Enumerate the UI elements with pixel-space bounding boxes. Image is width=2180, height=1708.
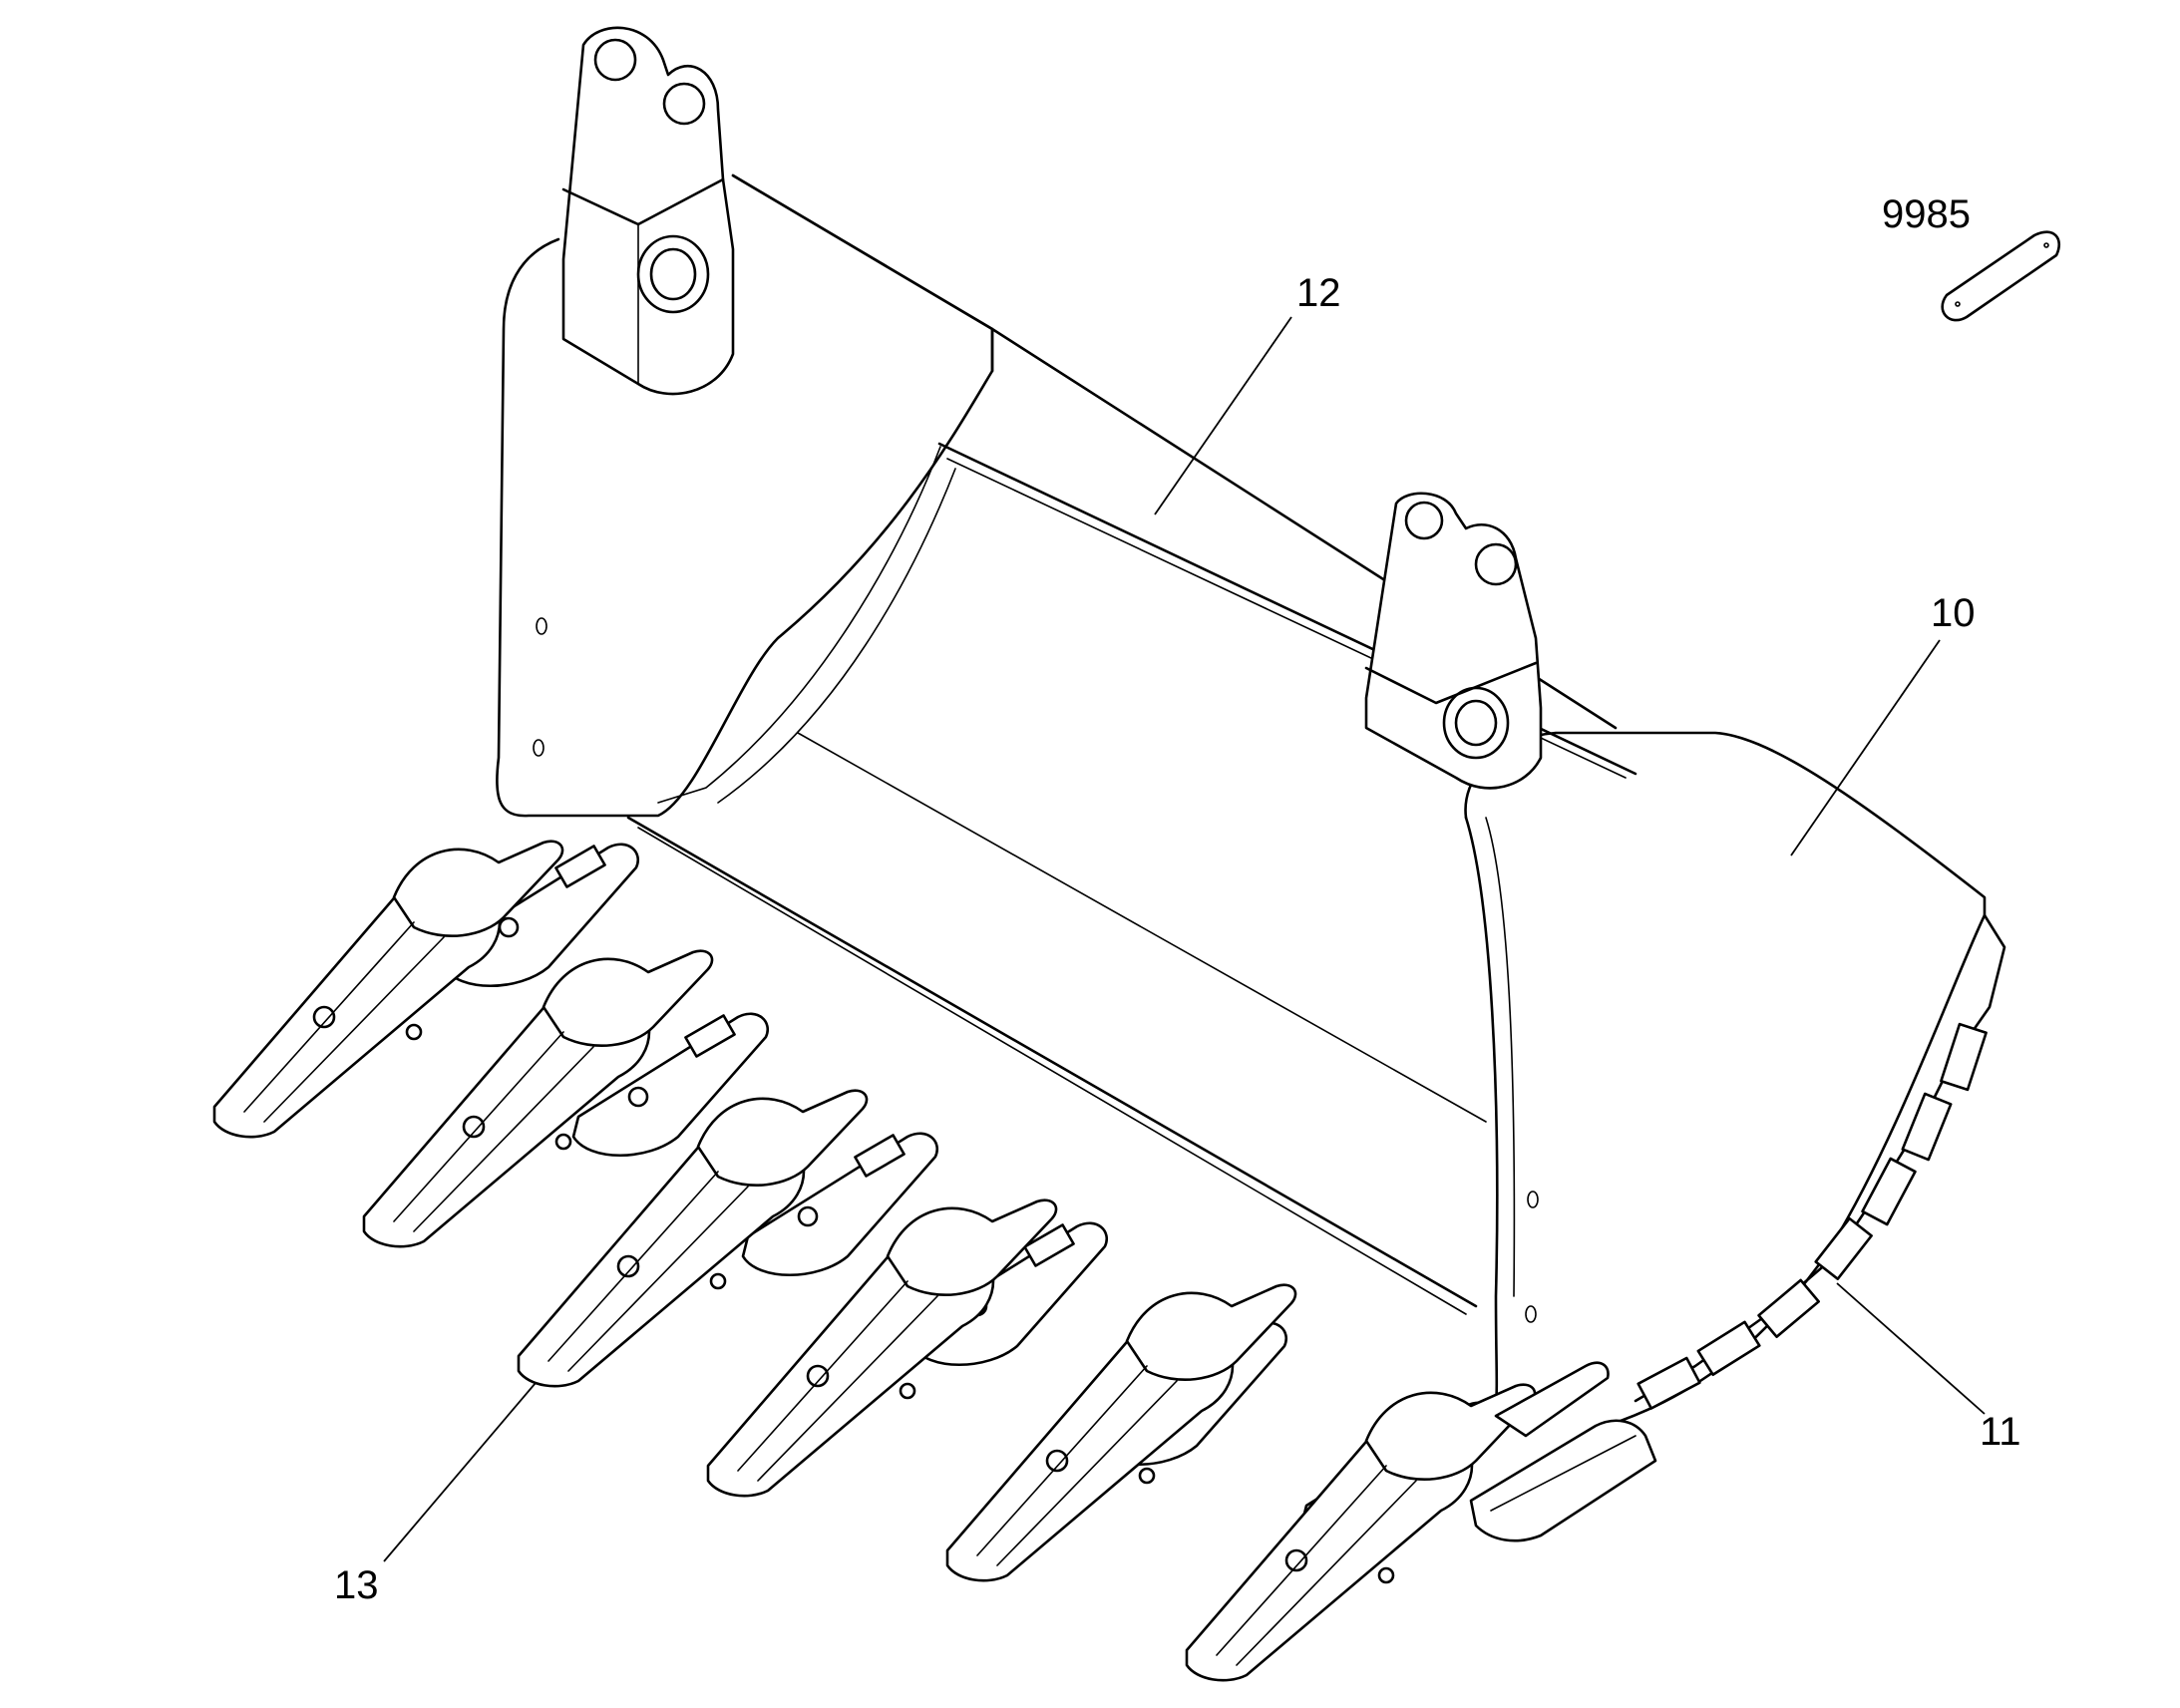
tooth-5: [945, 1283, 1297, 1582]
adapter-1: [442, 843, 639, 988]
side-cutter: [1469, 1361, 1657, 1542]
tooth-4: [706, 1198, 1058, 1498]
callout-label-9985: 9985: [1882, 192, 1971, 236]
leader-line-10: [1790, 639, 1941, 856]
nameplate-part: [1941, 230, 2061, 322]
callout-label-12: 12: [1296, 271, 1341, 315]
leader-line-13: [383, 1382, 537, 1562]
bucket-shell: [496, 173, 2006, 1428]
callout-11: 11: [1836, 1282, 2021, 1454]
teeth-row: [212, 840, 1537, 1682]
adapter-3: [741, 1132, 938, 1277]
callout-label-13: 13: [334, 1563, 379, 1607]
left-mount-bracket: [561, 26, 735, 396]
adapter-2: [571, 1012, 769, 1158]
callout-label-11: 11: [1980, 1410, 2021, 1454]
leader-line-11: [1836, 1282, 1986, 1415]
callout-13: 13: [334, 1382, 537, 1607]
callout-12: 12: [1154, 271, 1341, 515]
tooth-1: [212, 840, 564, 1139]
leader-line-12: [1154, 316, 1292, 515]
tooth-2: [362, 949, 714, 1248]
tooth-6: [1185, 1383, 1537, 1682]
right-mount-bracket: [1364, 492, 1543, 790]
callout-label-10: 10: [1931, 591, 1976, 635]
callout-9985: 9985: [1882, 192, 1971, 236]
tooth-3: [517, 1089, 869, 1388]
callout-10: 10: [1790, 591, 1976, 856]
